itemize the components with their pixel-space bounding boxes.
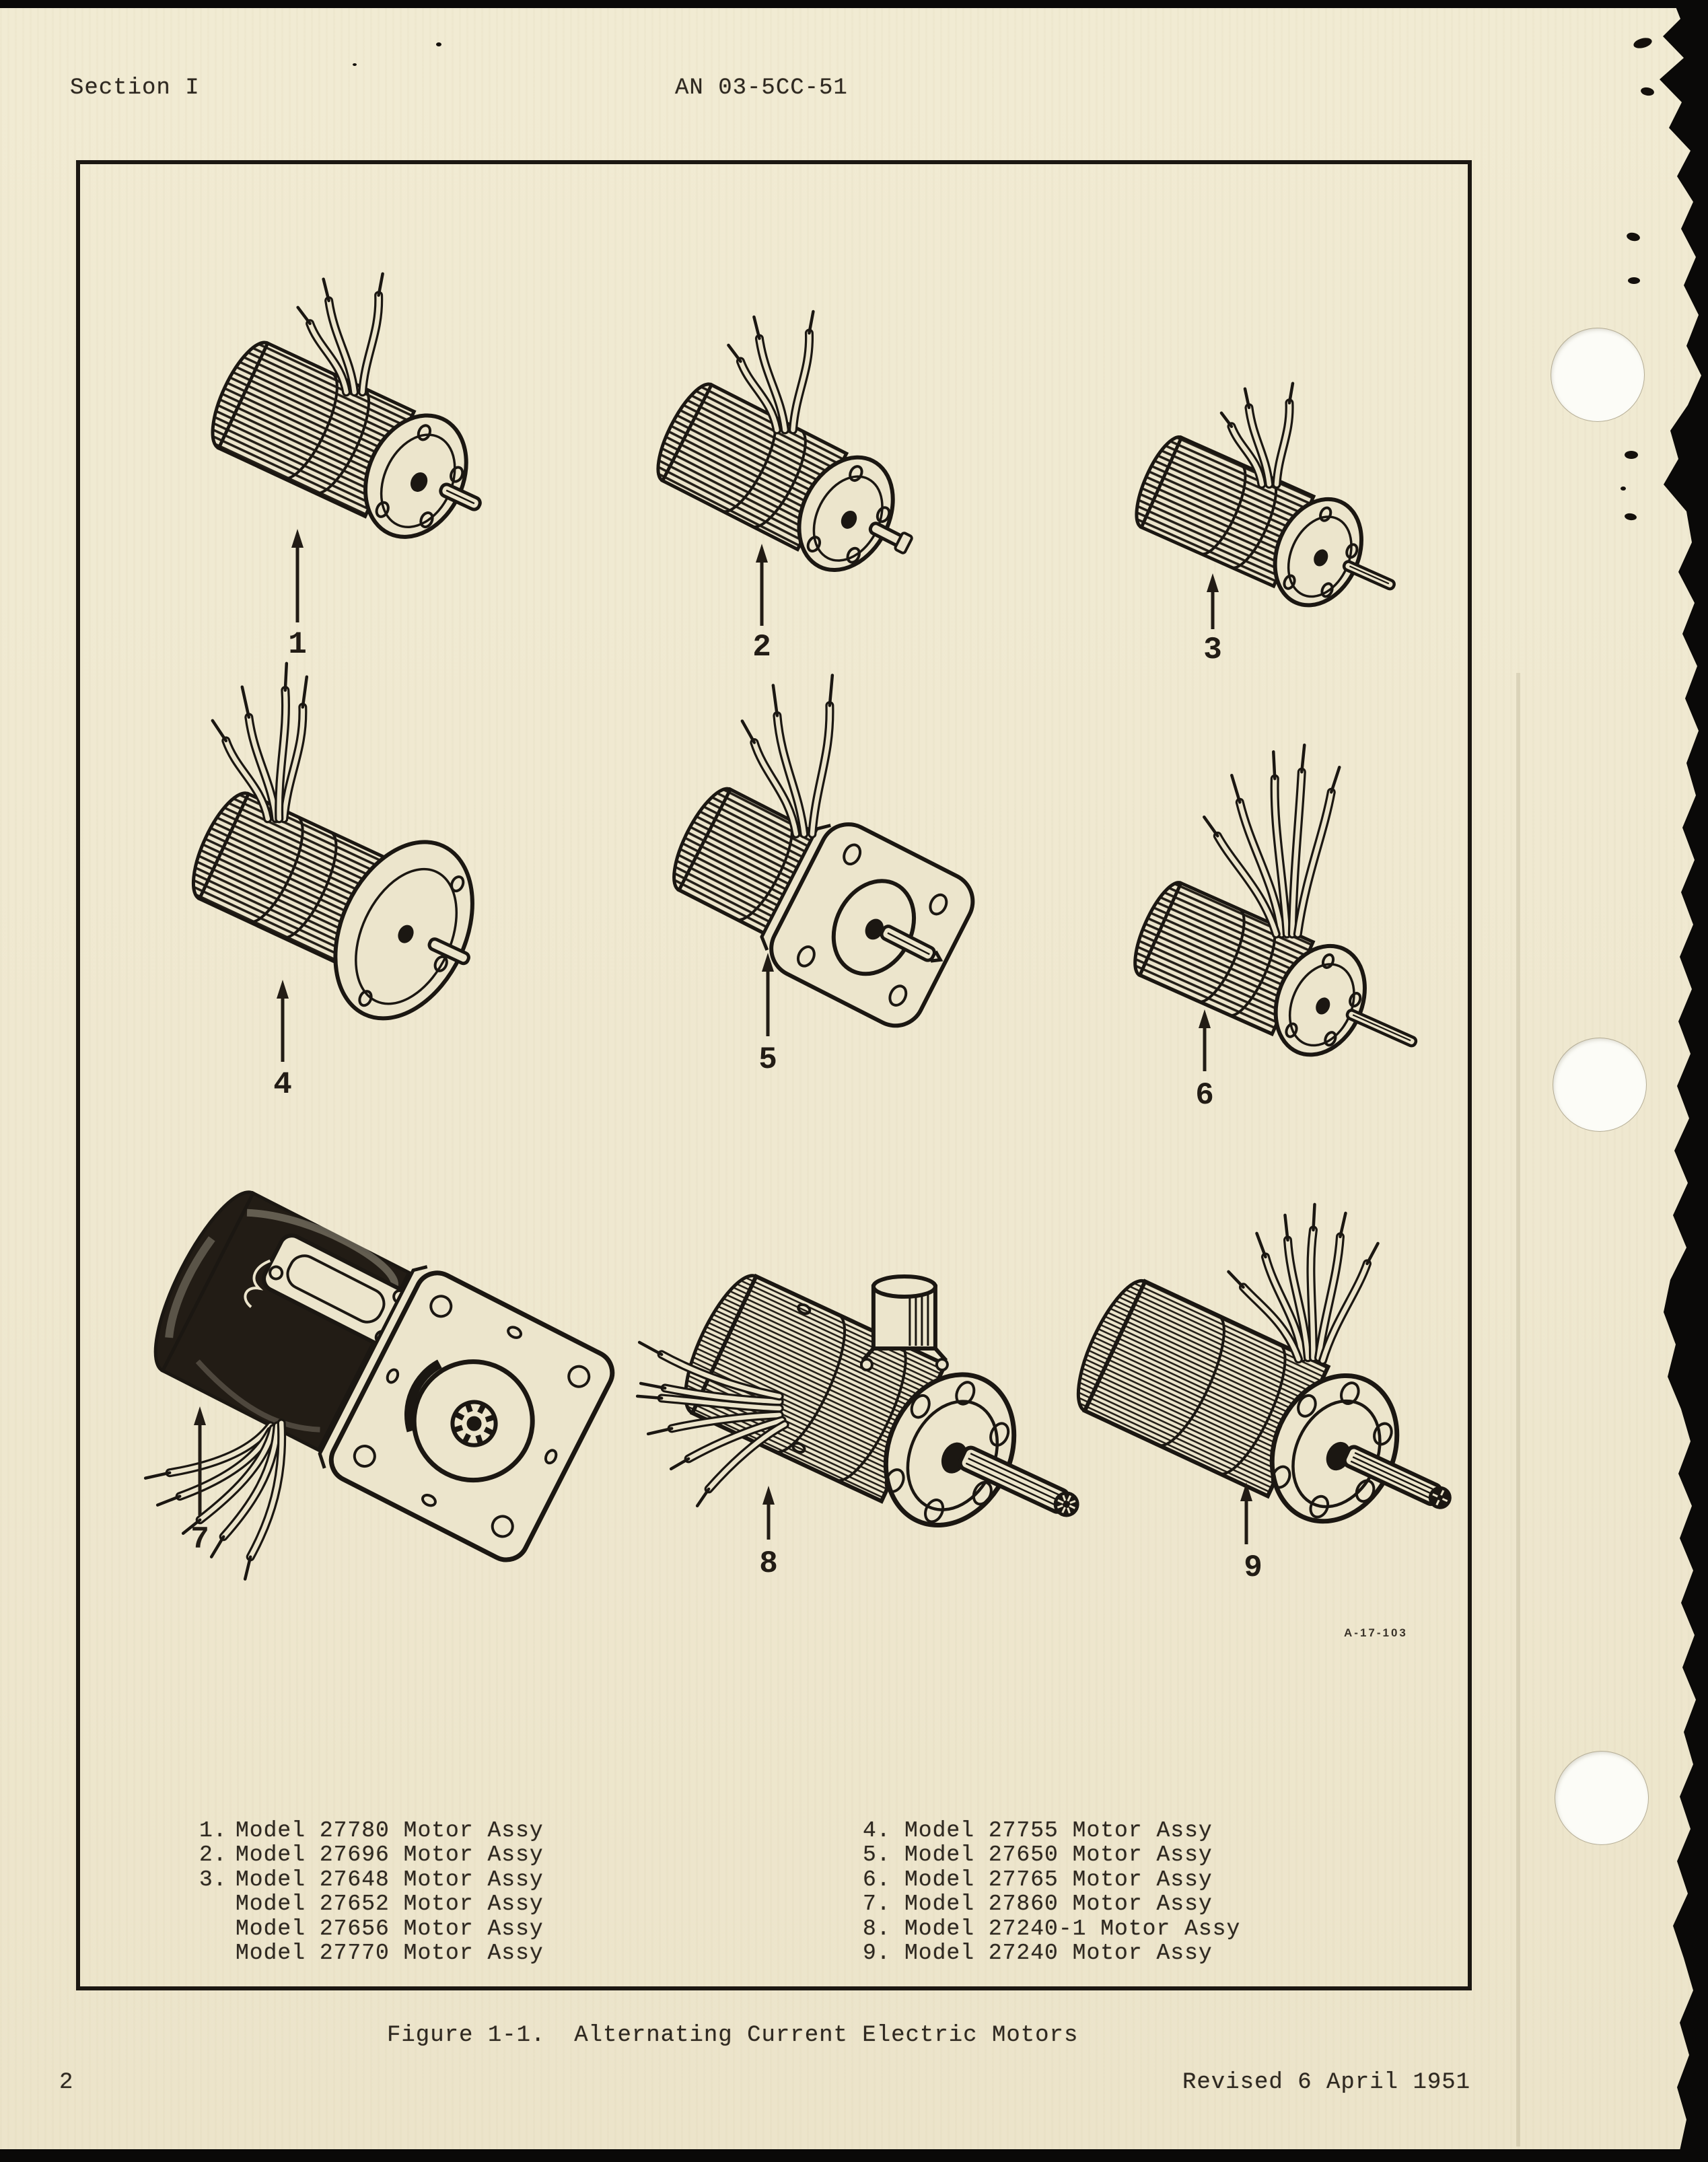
legend-item-text: Model 27770 Motor Assy: [236, 1941, 544, 1966]
figure-caption: Figure 1-1. Alternating Current Electric…: [387, 2023, 1079, 2048]
punch-hole-top: [1551, 328, 1645, 422]
callout-number-1: 1: [288, 627, 307, 662]
figure-border-box: [76, 160, 1472, 1990]
motor-7-illustration: [143, 1190, 615, 1581]
section-header: Section I: [70, 75, 200, 101]
legend-item-number: 1.: [199, 1818, 227, 1843]
legend-item-text: Model 27650 Motor Assy: [904, 1842, 1213, 1867]
callout-number-7: 7: [190, 1522, 209, 1557]
legend-item-number: 3.: [199, 1867, 227, 1892]
callout-2: 2: [752, 544, 771, 665]
legend-item-number: 2.: [199, 1842, 227, 1867]
punch-hole-bottom: [1555, 1751, 1649, 1845]
callout-3: 3: [1203, 573, 1222, 668]
paper-crease: [1516, 673, 1520, 2147]
callout-number-6: 6: [1195, 1078, 1214, 1113]
legend-item-number: 6.: [863, 1867, 891, 1892]
motor-4-illustration: [191, 661, 474, 1021]
legend-item-text: Model 27860 Motor Assy: [904, 1891, 1213, 1916]
callout-7: 7: [190, 1406, 209, 1557]
motor-3-illustration: [1135, 382, 1396, 608]
motor-1-illustration: [211, 272, 482, 539]
legend-item-number: 8.: [863, 1916, 891, 1941]
callout-number-2: 2: [752, 630, 771, 665]
callout-6: 6: [1195, 1009, 1214, 1113]
callout-number-9: 9: [1244, 1550, 1262, 1585]
legend-item-number: 9.: [863, 1941, 891, 1966]
legend-item-text: Model 27656 Motor Assy: [236, 1916, 544, 1941]
revision-note: Revised 6 April 1951: [1182, 2070, 1471, 2095]
plate-mark: A-17-103: [1344, 1626, 1408, 1639]
motor-6-illustration: [1133, 743, 1418, 1057]
callout-4: 4: [273, 980, 292, 1102]
callout-9: 9: [1240, 1482, 1262, 1585]
legend-item-text: Model 27765 Motor Assy: [904, 1867, 1213, 1892]
motor-5-illustration: [672, 674, 975, 1028]
legend-item-text: Model 27755 Motor Assy: [904, 1818, 1213, 1843]
legend-item-text: Model 27648 Motor Assy: [236, 1867, 544, 1892]
document-number: AN 03-5CC-51: [675, 75, 848, 101]
callout-number-5: 5: [758, 1042, 777, 1077]
legend-item-number: 4.: [863, 1818, 891, 1843]
legend-item-text: Model 27780 Motor Assy: [236, 1818, 544, 1843]
callout-number-4: 4: [273, 1067, 292, 1102]
motor-9-illustration: [1076, 1202, 1452, 1524]
legend-item-number: 5.: [863, 1842, 891, 1867]
legend-item-text: Model 27652 Motor Assy: [236, 1891, 544, 1916]
callout-number-8: 8: [759, 1546, 778, 1581]
legend-item-text: Model 27696 Motor Assy: [236, 1842, 544, 1867]
callout-number-3: 3: [1203, 633, 1222, 668]
motor-8-illustration: [635, 1273, 1079, 1528]
callout-8: 8: [759, 1486, 778, 1581]
callout-5: 5: [758, 953, 777, 1077]
motor-2-illustration: [656, 310, 913, 573]
legend-item-text: Model 27240-1 Motor Assy: [904, 1916, 1241, 1941]
legend-item-number: 7.: [863, 1891, 891, 1916]
punch-hole-middle: [1553, 1038, 1647, 1132]
callout-1: 1: [288, 529, 307, 662]
page-number: 2: [59, 2070, 74, 2095]
legend-item-text: Model 27240 Motor Assy: [904, 1941, 1213, 1966]
